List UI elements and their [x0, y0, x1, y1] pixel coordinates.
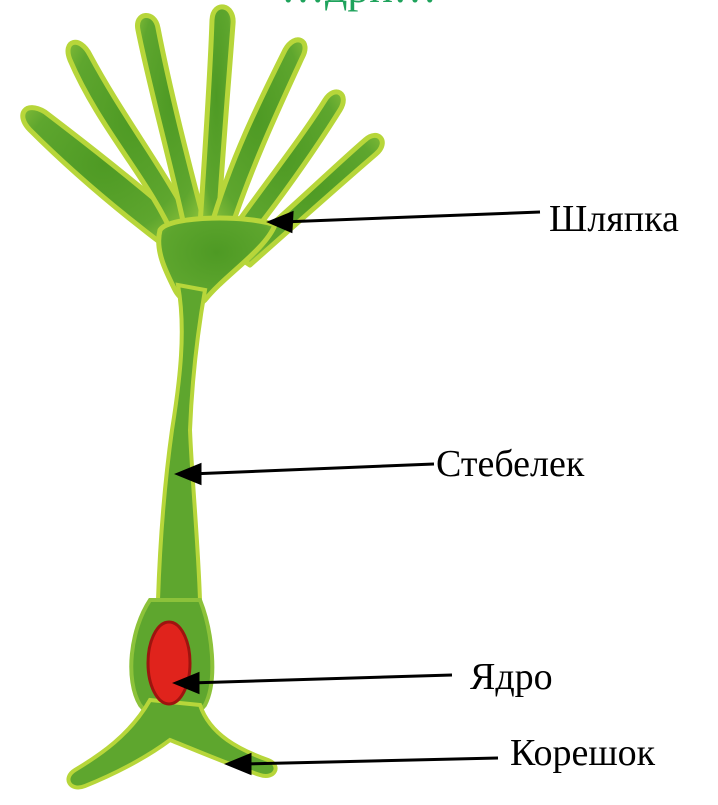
rhizoid: [68, 700, 275, 787]
cap: [23, 7, 382, 304]
arrow-cap: [282, 212, 540, 222]
label-rhizoid: Корешок: [510, 734, 655, 772]
arrow-rhizoid: [242, 758, 498, 764]
label-nucleus: Ядро: [470, 658, 553, 696]
label-cap: Шляпка: [549, 200, 679, 238]
label-stem: Стебелек: [436, 445, 584, 483]
stem: [158, 285, 205, 600]
arrow-stem: [190, 464, 434, 474]
arrow-nucleus: [190, 675, 452, 683]
nucleus: [148, 622, 190, 704]
page-title: …дри…: [0, 0, 718, 10]
